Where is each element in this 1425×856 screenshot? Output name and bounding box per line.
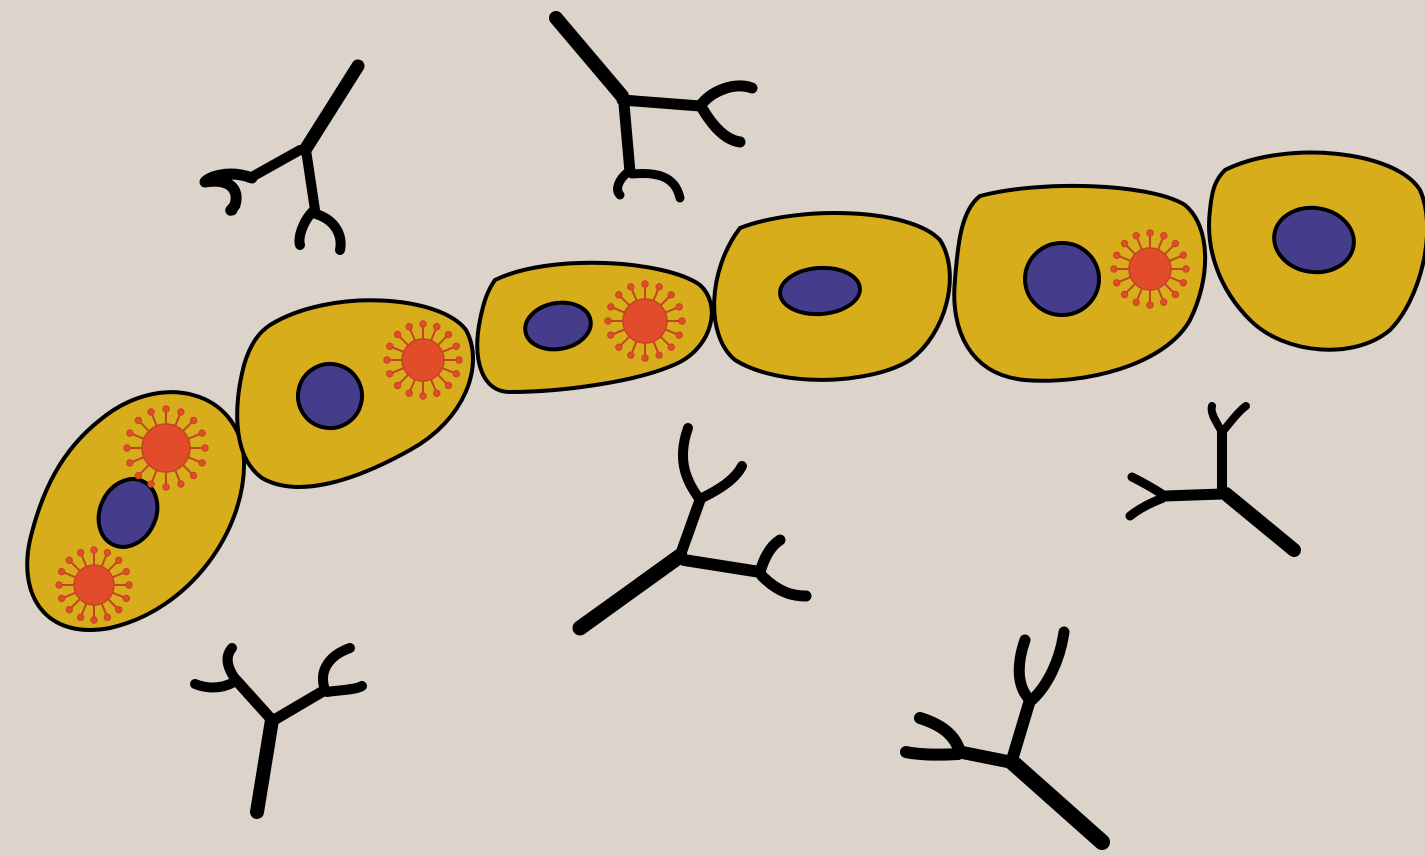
- virus-spike-tip: [384, 357, 390, 363]
- virus-particle: [124, 406, 208, 490]
- virus-spike-tip: [199, 460, 205, 466]
- virus-particle: [1111, 230, 1189, 308]
- virus-spike-tip: [394, 382, 400, 388]
- virus-spike-tip: [77, 614, 83, 620]
- virus-spike-tip: [148, 481, 154, 487]
- virus-spike-tip: [1133, 299, 1139, 305]
- virus-spike-tip: [445, 382, 451, 388]
- virus-spike-tip: [676, 304, 682, 310]
- virus-spike-tip: [1114, 280, 1120, 286]
- virus-spike-tip: [387, 371, 393, 377]
- virus-spike-tip: [178, 481, 184, 487]
- virus-spike-tip: [668, 344, 674, 350]
- virus-spike-tip: [148, 409, 154, 415]
- virus-spike-tip: [420, 321, 426, 327]
- virus-spike-tip: [163, 484, 169, 490]
- virus-spike-tip: [453, 343, 459, 349]
- virus-spike-tip: [1121, 240, 1127, 246]
- virus-body: [74, 565, 114, 605]
- virus-spike-tip: [1133, 233, 1139, 239]
- virus-spike-tip: [1180, 280, 1186, 286]
- virus-spike-tip: [608, 304, 614, 310]
- virus-spike-tip: [434, 390, 440, 396]
- virus-spike-tip: [66, 607, 72, 613]
- virus-spike-tip: [104, 614, 110, 620]
- virus-spike-tip: [628, 352, 634, 358]
- virus-spike-tip: [56, 582, 62, 588]
- virus-spike-tip: [605, 318, 611, 324]
- virus-spike-tip: [116, 607, 122, 613]
- virus-spike-tip: [1180, 252, 1186, 258]
- virus-spike-tip: [135, 417, 141, 423]
- virus-spike-tip: [1147, 302, 1153, 308]
- virus-spike-tip: [608, 332, 614, 338]
- virus-spike-tip: [202, 445, 208, 451]
- virus-spike-tip: [616, 344, 622, 350]
- virus-spike-tip: [1161, 233, 1167, 239]
- virus-body: [1129, 248, 1171, 290]
- virus-spike-tip: [1121, 291, 1127, 297]
- virus-spike-tip: [135, 472, 141, 478]
- virus-spike-tip: [628, 284, 634, 290]
- virus-spike-tip: [394, 331, 400, 337]
- virus-body: [402, 339, 444, 381]
- virus-spike-tip: [163, 406, 169, 412]
- virus-spike-tip: [406, 324, 412, 330]
- virus-spike-tip: [66, 557, 72, 563]
- virus-particle: [384, 321, 462, 399]
- virus-spike-tip: [190, 472, 196, 478]
- virus-spike-tip: [199, 430, 205, 436]
- virus-particle: [605, 281, 685, 361]
- virus-spike-tip: [124, 445, 130, 451]
- virus-spike-tip: [91, 617, 97, 623]
- virus-spike-tip: [127, 430, 133, 436]
- virus-spike-tip: [387, 343, 393, 349]
- virus-spike-tip: [406, 390, 412, 396]
- nucleus: [1025, 243, 1099, 315]
- virus-spike-tip: [1161, 299, 1167, 305]
- virus-spike-tip: [420, 393, 426, 399]
- virus-spike-tip: [1114, 252, 1120, 258]
- virus-spike-tip: [1111, 266, 1117, 272]
- virus-spike-tip: [58, 595, 64, 601]
- virus-particle: [56, 547, 132, 623]
- virus-spike-tip: [642, 281, 648, 287]
- virus-spike-tip: [123, 568, 129, 574]
- virus-spike-tip: [668, 292, 674, 298]
- virus-spike-tip: [679, 318, 685, 324]
- virus-spike-tip: [656, 352, 662, 358]
- virus-spike-tip: [445, 331, 451, 337]
- virus-spike-tip: [127, 460, 133, 466]
- virus-spike-tip: [77, 549, 83, 555]
- virus-spike-tip: [126, 582, 132, 588]
- virus-spike-tip: [116, 557, 122, 563]
- virus-spike-tip: [656, 284, 662, 290]
- virus-spike-tip: [58, 568, 64, 574]
- virus-spike-tip: [453, 371, 459, 377]
- virus-spike-tip: [642, 355, 648, 361]
- cell-4: [714, 213, 950, 380]
- virus-spike-tip: [190, 417, 196, 423]
- virus-body: [142, 424, 190, 472]
- virus-spike-tip: [178, 409, 184, 415]
- virus-spike-tip: [1147, 230, 1153, 236]
- virus-spike-tip: [616, 292, 622, 298]
- virus-spike-tip: [123, 595, 129, 601]
- virus-spike-tip: [91, 547, 97, 553]
- virus-spike-tip: [104, 549, 110, 555]
- virus-body: [623, 299, 667, 343]
- virus-spike-tip: [1172, 291, 1178, 297]
- virus-spike-tip: [1172, 240, 1178, 246]
- virus-spike-tip: [434, 324, 440, 330]
- virus-spike-tip: [676, 332, 682, 338]
- virus-spike-tip: [1183, 266, 1189, 272]
- virus-spike-tip: [456, 357, 462, 363]
